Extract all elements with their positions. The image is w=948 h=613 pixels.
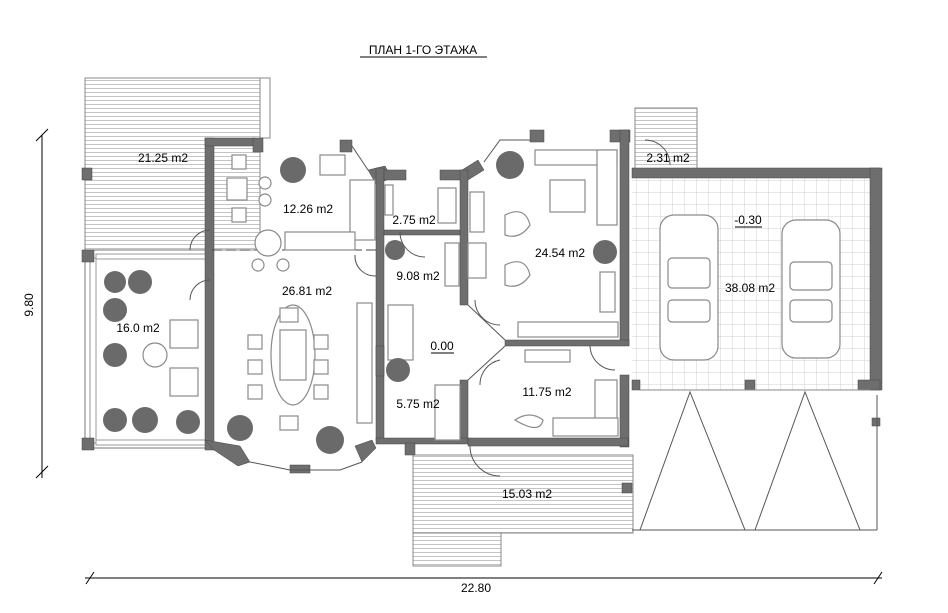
- terrace-steps-left: [259, 77, 271, 139]
- dimension-width: 22.80: [85, 571, 883, 595]
- room-study-area: 11.75 m2: [522, 385, 571, 399]
- terrace-front: [412, 454, 634, 534]
- room-veranda-area: 16.0 m2: [116, 321, 160, 335]
- car-right-icon: [781, 219, 841, 359]
- room-bathroom-area: 2.75 m2: [392, 213, 436, 227]
- plant-icons: [103, 151, 617, 454]
- room-living-area: 24.54 m2: [535, 246, 585, 260]
- garage-door-swing: [632, 390, 878, 531]
- plan-title: ПЛАН 1-ГО ЭТАЖА: [369, 43, 477, 57]
- car-left-icon: [659, 214, 719, 361]
- dimension-height: 9.80: [22, 128, 49, 479]
- room-labels: 21.25 m2 12.26 m2 2.75 m2 24.54 m2 2.31 …: [116, 151, 775, 501]
- room-kitchen-area: 12.26 m2: [283, 202, 333, 216]
- level-entrance: 0.00: [430, 339, 454, 353]
- width-label: 22.80: [461, 581, 491, 595]
- room-hall-area: 9.08 m2: [396, 269, 440, 283]
- room-terrace-area: 21.25 m2: [138, 151, 188, 165]
- doors: [189, 139, 671, 477]
- room-garage-porch-area: 2.31 m2: [646, 151, 690, 165]
- garage-entry-porch: [634, 107, 698, 171]
- terrace-steps-front: [412, 532, 502, 567]
- room-front-terrace-area: 15.03 m2: [502, 487, 552, 501]
- walls: [204, 129, 633, 494]
- level-garage: -0.30: [734, 213, 762, 227]
- height-label: 9.80: [22, 293, 36, 317]
- room-dining-area: 26.81 m2: [282, 284, 332, 298]
- room-garage-area: 38.08 m2: [725, 281, 775, 295]
- furniture: [142, 149, 619, 441]
- room-stair-area: 5.75 m2: [396, 397, 440, 411]
